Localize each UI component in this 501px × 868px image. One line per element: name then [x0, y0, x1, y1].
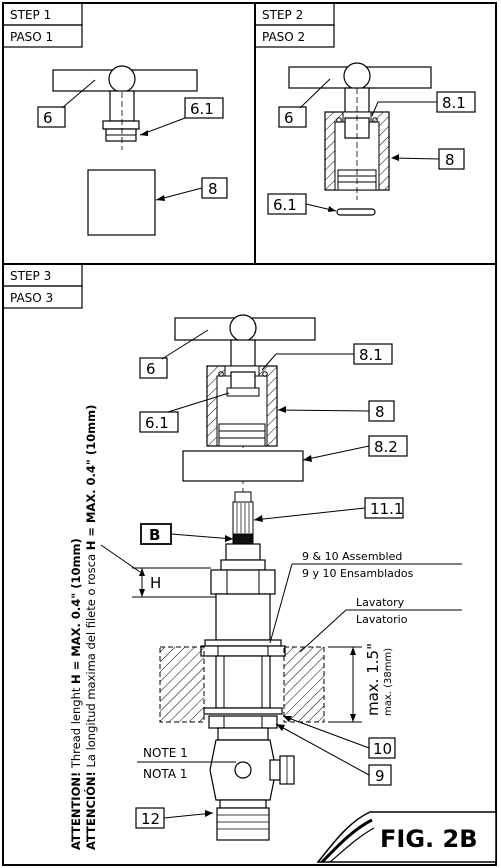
step3-callout-12: 12 [141, 810, 160, 828]
note-es: NOTA 1 [143, 767, 187, 781]
cap-part-8 [324, 88, 390, 200]
step1-panel: STEP 1 PASO 1 6 6.1 8 [2, 2, 228, 236]
step2-callout-6-1: 6.1 [273, 196, 297, 214]
max-sub-label: max. (38mm) [383, 648, 394, 716]
step3-valve-body [200, 543, 295, 841]
paso3-label: PASO 3 [10, 291, 53, 305]
step1-label: STEP 1 [10, 8, 51, 22]
step3-label: STEP 3 [10, 269, 51, 283]
note-en: NOTE 1 [143, 746, 188, 760]
step2-callout-8: 8 [445, 151, 455, 169]
lavatory-en: Lavatory [356, 596, 405, 609]
step2-label: STEP 2 [262, 8, 303, 22]
step3-cap [206, 365, 278, 447]
step3-callout-6-1: 6.1 [145, 414, 169, 432]
assembled-es: 9 y 10 Ensamblados [302, 567, 414, 580]
handle-part-2 [288, 62, 432, 119]
figure-label-block: FIG. 2B [316, 811, 497, 864]
step3-callout-8: 8 [375, 403, 385, 421]
step2-callout-8-1: 8.1 [442, 94, 466, 112]
step3-callout-10: 10 [373, 740, 392, 758]
lavatory-es: Lavatorio [356, 613, 408, 626]
figure-label: FIG. 2B [380, 825, 478, 853]
handle-part [52, 65, 198, 150]
attention-line-es: ATTENCIÓN! La longitud maxima del filete… [83, 405, 98, 850]
step3-callout-B: B [149, 526, 160, 544]
step3-callout-9: 9 [375, 767, 385, 785]
step3-callout-8-1: 8.1 [359, 346, 383, 364]
step1-callout-6-1: 6.1 [190, 100, 214, 118]
h-dimension: H [100, 544, 216, 598]
step1-callout-8: 8 [208, 180, 218, 198]
lavatory-counter-right [283, 646, 325, 723]
max-main-label: max. 1.5" [364, 643, 382, 716]
assembled-en: 9 & 10 Assembled [302, 550, 402, 563]
paso2-label: PASO 2 [262, 30, 305, 44]
max-dimension: max. 1.5" max. (38mm) [328, 643, 394, 723]
step1-part-8 [87, 169, 156, 236]
paso1-label: PASO 1 [10, 30, 53, 44]
step3-part-8-2 [182, 450, 304, 482]
step3-callout-11-1: 11.1 [370, 500, 403, 518]
h-label: H [150, 574, 161, 592]
step2-panel: STEP 2 PASO 2 6 8.1 8 [254, 2, 476, 216]
step3-callout-8-2: 8.2 [374, 438, 398, 456]
attention-line-en: ATTENTION! Thread lenght H = MAX. 0.4" (… [69, 538, 83, 850]
step2-oring [336, 208, 376, 216]
step3-panel: STEP 3 PASO 3 ATTENTION! Thread lenght H… [2, 263, 497, 864]
step3-spline-stem [232, 491, 254, 545]
step3-callout-6: 6 [146, 360, 156, 378]
step1-callout-6: 6 [43, 109, 53, 127]
step2-callout-6: 6 [284, 109, 294, 127]
lavatory-counter-left [159, 646, 205, 723]
